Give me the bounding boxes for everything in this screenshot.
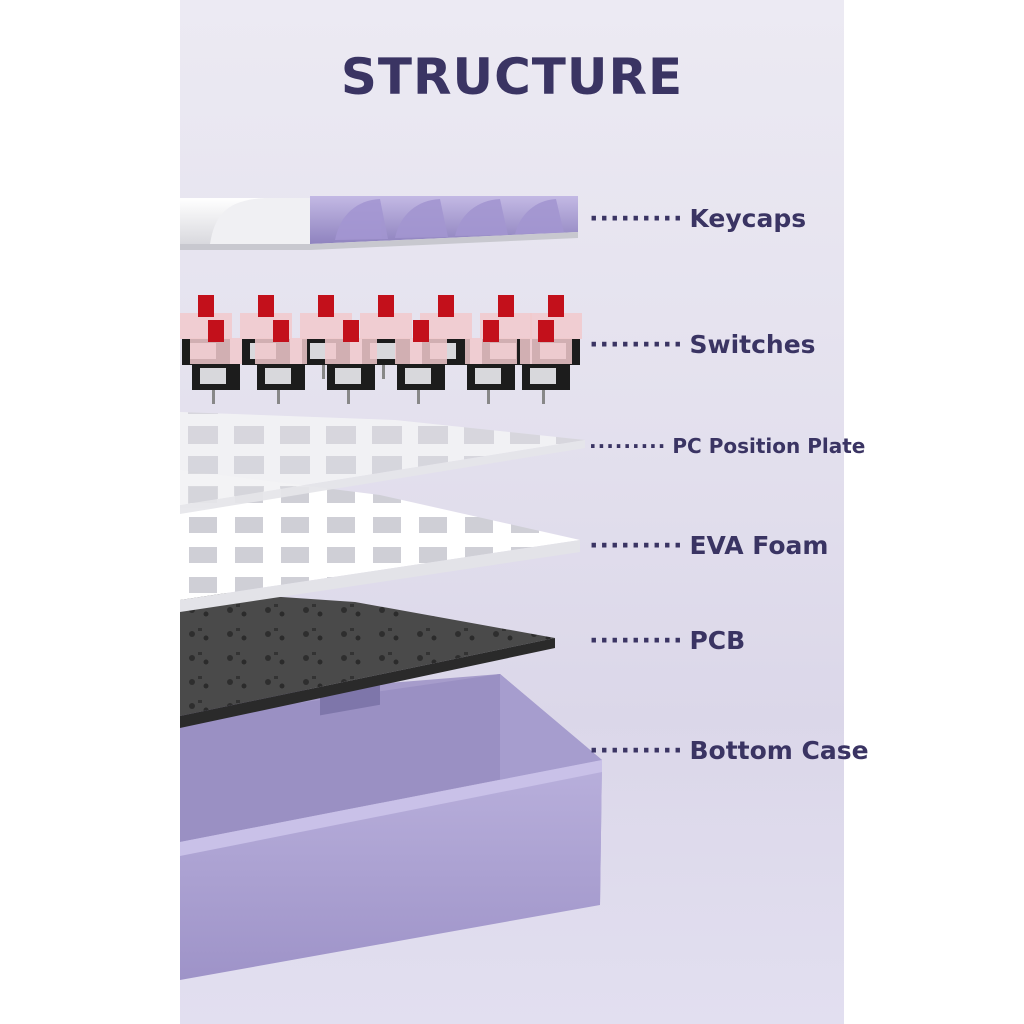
label-text: Bottom Case bbox=[689, 736, 869, 765]
label-text: PCB bbox=[689, 626, 746, 655]
leader-dots: ········· bbox=[589, 736, 684, 765]
switches-layer bbox=[180, 295, 582, 404]
switch bbox=[255, 320, 307, 404]
leader-dots: ········· bbox=[589, 626, 684, 655]
label-text: EVA Foam bbox=[689, 531, 829, 560]
pcb-label: ·········PCB bbox=[589, 628, 745, 653]
switch bbox=[395, 320, 447, 404]
switch bbox=[325, 320, 377, 404]
switch bbox=[190, 320, 242, 404]
foam-label: ·········EVA Foam bbox=[589, 533, 828, 558]
bottom-case-label: ·········Bottom Case bbox=[589, 738, 869, 763]
pcb-layer bbox=[180, 590, 555, 728]
keycaps-layer bbox=[180, 196, 578, 250]
plate-label: ·········PC Position Plate bbox=[589, 436, 865, 456]
label-text: Switches bbox=[689, 330, 816, 359]
switch bbox=[465, 320, 517, 404]
keycaps-label: ·········Keycaps bbox=[589, 206, 806, 231]
foam-layer bbox=[180, 470, 580, 612]
leader-dots: ········· bbox=[589, 434, 667, 458]
page-title: STRUCTURE bbox=[340, 48, 684, 106]
leader-dots: ········· bbox=[589, 531, 684, 560]
label-text: Keycaps bbox=[689, 204, 807, 233]
leader-dots: ········· bbox=[589, 204, 684, 233]
leader-dots: ········· bbox=[589, 330, 684, 359]
label-text: PC Position Plate bbox=[672, 434, 866, 458]
plate-layer bbox=[180, 412, 585, 514]
exploded-keyboard-illustration bbox=[180, 196, 602, 980]
switch bbox=[520, 320, 572, 404]
bottom-case bbox=[180, 674, 602, 980]
switches-label: ·········Switches bbox=[589, 332, 816, 357]
